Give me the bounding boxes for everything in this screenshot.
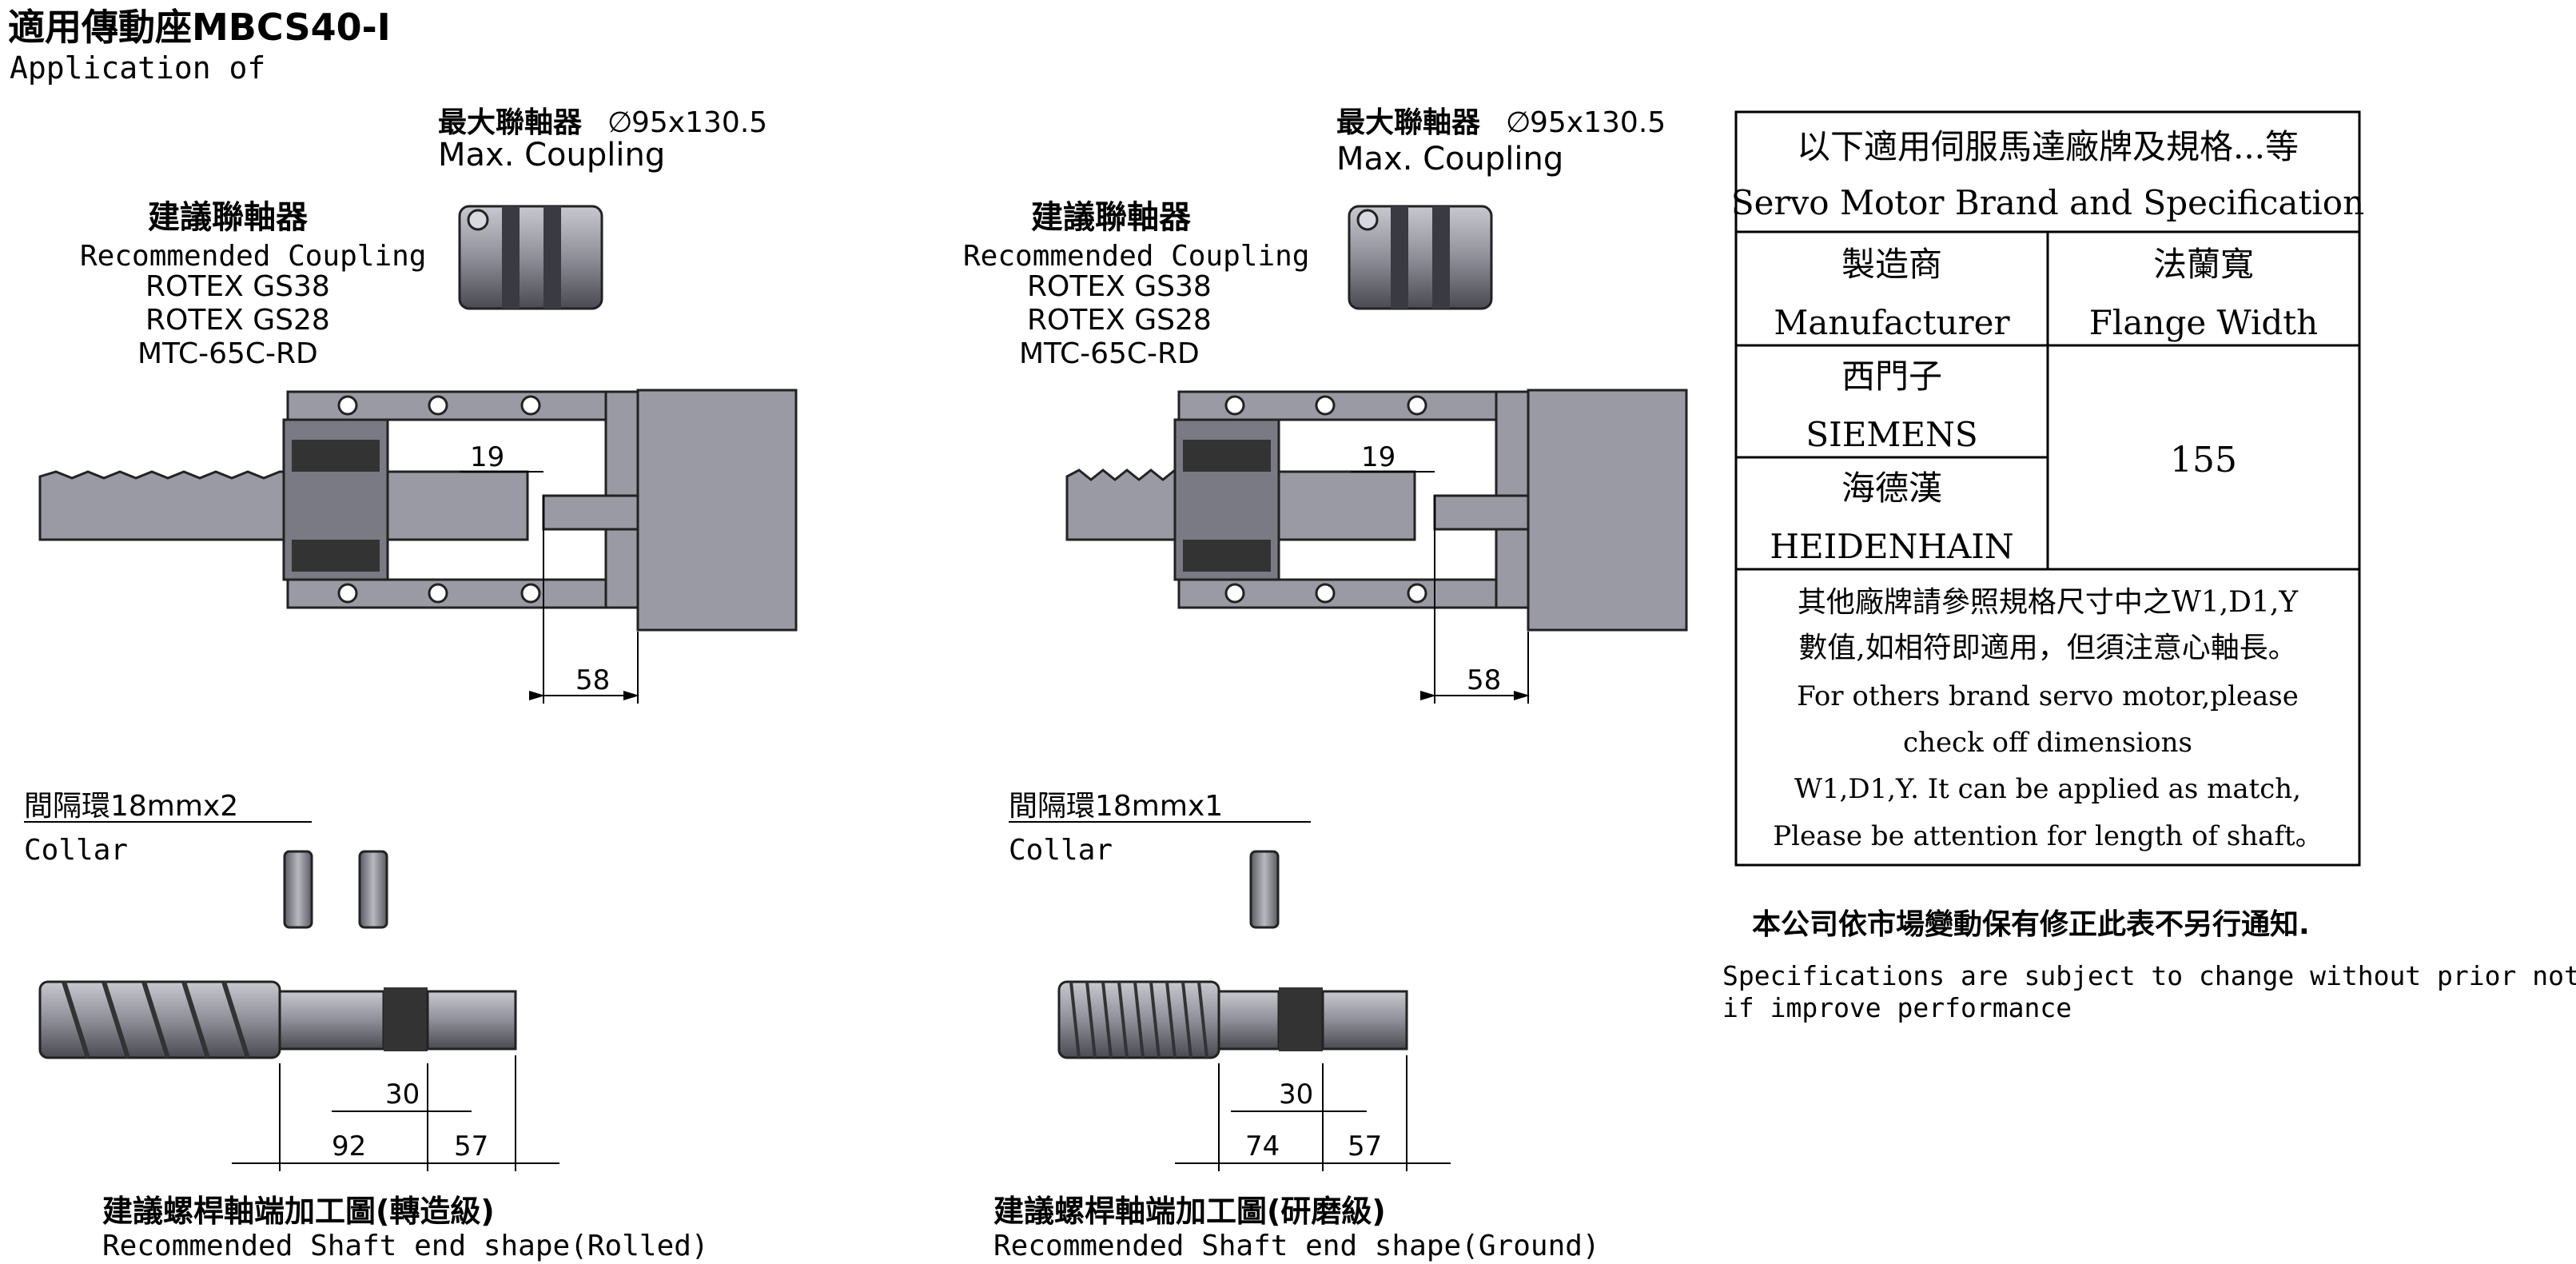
right-diameter-symbol: ∅: [1506, 106, 1531, 139]
right-collar-en: Collar: [1009, 834, 1113, 867]
note-line-6: Please be attention for length of shaft。: [1773, 820, 2322, 852]
right-housing-drawing: [1065, 389, 1688, 704]
right-shaft-caption-zh: 建議螺桿軸端加工圖(研磨級): [993, 1194, 1386, 1229]
page-title: 適用傳動座MBCS40-I: [8, 6, 391, 49]
left-rec-coupling-zh: 建議聯軸器: [148, 199, 309, 236]
note-line-3: For others brand servo motor,please: [1797, 680, 2299, 712]
left-shaft-caption-en: Recommended Shaft end shape(Rolled): [102, 1230, 709, 1262]
right-shaft-dim-b: 74: [1245, 1130, 1280, 1162]
left-shaft-dim-c: 57: [454, 1130, 488, 1162]
left-rec-model-3: MTC-65C-RD: [137, 337, 318, 370]
note-line-4: check off dimensions: [1903, 727, 2192, 759]
left-housing-drawing: [38, 389, 798, 704]
right-coupling-icon: [1348, 205, 1493, 310]
right-collar-ring: [1249, 850, 1280, 929]
row-heidenhain-en: HEIDENHAIN: [1770, 527, 2013, 566]
left-shaft-dim-a: 30: [385, 1079, 420, 1110]
note-line-1: 其他廠牌請參照規格尺寸中之W1,D1,Y: [1798, 586, 2299, 619]
left-rec-model-2: ROTEX GS28: [145, 304, 330, 337]
right-dim-gap: 19: [1361, 441, 1395, 473]
left-shaft-caption-zh: 建議螺桿軸端加工圖(轉造級): [102, 1194, 495, 1229]
left-collar-en: Collar: [24, 834, 128, 867]
right-shaft-caption-en: Recommended Shaft end shape(Ground): [993, 1230, 1600, 1262]
left-rec-model-1: ROTEX GS38: [145, 270, 330, 303]
left-collar-rings: [283, 850, 388, 929]
left-shaft-dim-b: 92: [332, 1130, 366, 1162]
left-diameter-symbol: ∅: [607, 106, 632, 139]
col-flange-zh: 法蘭寬: [2153, 245, 2254, 284]
notice-en-line2: if improve performance: [1722, 992, 2072, 1023]
notice-zh: 本公司依市場變動保有修正此表不另行通知.: [1752, 908, 2310, 941]
right-assembly-group: 最大聯軸器 ∅ 95x130.5 Max. Coupling 建議聯軸器 Rec…: [963, 106, 1688, 1262]
left-shaft-end-drawing: [38, 980, 559, 1171]
col-manufacturer-zh: 製造商: [1841, 245, 1942, 284]
left-max-coupling-en: Max. Coupling: [438, 137, 665, 173]
row-siemens-en: SIEMENS: [1806, 415, 1977, 454]
row-heidenhain-zh: 海德漢: [1841, 469, 1942, 508]
left-assembly-group: 最大聯軸器 ∅ 95x130.5 Max. Coupling 建議聯軸器 Rec…: [24, 106, 798, 1262]
left-coupling-icon: [458, 205, 603, 310]
right-dim-length: 58: [1467, 664, 1501, 696]
page-subtitle: Application of: [10, 50, 265, 86]
right-rec-coupling-en: Recommended Coupling: [963, 240, 1309, 273]
spec-table: 以下適用伺服馬達廠牌及規格...等 Servo Motor Brand and …: [1731, 110, 2364, 867]
left-dim-length: 58: [575, 664, 610, 696]
right-rec-model-1: ROTEX GS38: [1027, 270, 1212, 303]
left-dim-gap: 19: [470, 441, 504, 473]
notice-en-line1: Specifications are subject to change wit…: [1722, 960, 2576, 991]
left-rec-coupling-en: Recommended Coupling: [80, 240, 426, 273]
flange-value: 155: [2170, 440, 2237, 480]
right-shaft-dim-c: 57: [1348, 1130, 1382, 1162]
table-title-en: Servo Motor Brand and Specification: [1731, 183, 2364, 222]
note-line-5: W1,D1,Y. It can be applied as match,: [1794, 773, 2301, 805]
right-max-coupling-zh: 最大聯軸器: [1336, 106, 1481, 139]
right-collar-zh: 間隔環18mmx1: [1009, 790, 1223, 823]
right-rec-model-3: MTC-65C-RD: [1019, 337, 1200, 370]
right-shaft-end-drawing: [1057, 980, 1451, 1171]
left-max-coupling-zh: 最大聯軸器: [438, 106, 583, 139]
right-rec-coupling-zh: 建議聯軸器: [1031, 199, 1192, 236]
col-flange-en: Flange Width: [2089, 303, 2318, 342]
row-siemens-zh: 西門子: [1841, 357, 1942, 396]
col-manufacturer-en: Manufacturer: [1774, 303, 2010, 342]
right-rec-model-2: ROTEX GS28: [1027, 304, 1212, 337]
right-max-coupling-en: Max. Coupling: [1336, 141, 1563, 177]
table-title-zh: 以下適用伺服馬達廠牌及規格...等: [1797, 127, 2299, 166]
right-max-coupling-size: 95x130.5: [1530, 106, 1666, 139]
left-collar-zh: 間隔環18mmx2: [24, 790, 238, 823]
left-max-coupling-size: 95x130.5: [631, 106, 767, 139]
right-shaft-dim-a: 30: [1279, 1079, 1313, 1110]
note-line-2: 數值,如相符即適用，但須注意心軸長。: [1798, 632, 2296, 664]
